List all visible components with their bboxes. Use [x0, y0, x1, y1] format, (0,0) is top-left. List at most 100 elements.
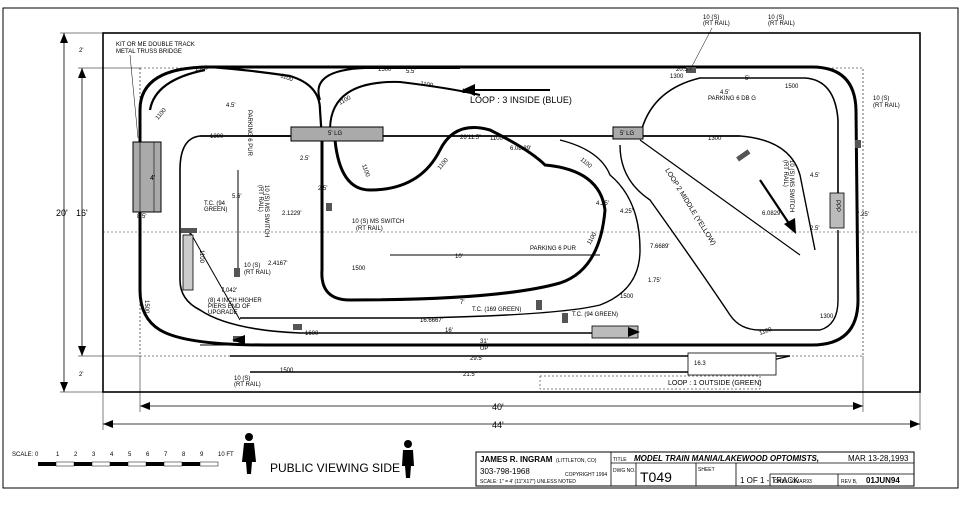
radius-1100-k: 1100 — [759, 327, 774, 337]
label-wye: PPP — [834, 200, 840, 212]
len-7: 7' — [460, 300, 464, 306]
loop-3-track-top — [317, 67, 481, 131]
radius-1300-b: 1300 — [670, 74, 684, 80]
loop-1-outer-track — [138, 65, 860, 347]
loop-2-middle-track — [619, 144, 839, 331]
len-2-5-c: 2.5' — [810, 226, 820, 232]
station-left — [290, 126, 384, 142]
svg-text:(RT RAIL): (RT RAIL) — [782, 160, 788, 187]
dim-width-total: 44' — [492, 420, 504, 430]
loop-1-siding-box — [687, 352, 777, 376]
loop-3-inside-track — [320, 126, 607, 302]
scale-seg — [38, 462, 56, 466]
sheet-label: SHEET — [698, 467, 715, 473]
right-arrow-line — [759, 179, 791, 226]
label-tc-left: T.C. (94 GREEN) — [204, 201, 227, 213]
len-16-6667: 16.6667' — [420, 318, 443, 324]
svg-text:10 (S) MS SWITCH: 10 (S) MS SWITCH — [263, 185, 269, 237]
label-loop-1: LOOP : 1 OUTSIDE (GREEN) — [668, 380, 762, 387]
scale-tick: 9 — [200, 452, 204, 458]
event-dates: MAR 13-28,1993 — [848, 454, 909, 463]
inner-return-track — [240, 139, 641, 319]
scale-tick: 10 FT — [218, 452, 234, 458]
dim-height-total: 20' — [56, 208, 68, 218]
radius-1500-b: 1500 — [378, 67, 392, 73]
label-tc-right: T.C. (94 GREEN) — [572, 312, 618, 318]
title-block: JAMES R. INGRAM (LITTLETON, CO) 303-798-… — [475, 451, 915, 487]
len-top-outer: 20.5' — [676, 67, 689, 73]
left-diagonal-track — [189, 231, 241, 321]
switch-marker-left — [181, 228, 197, 233]
orig-date: ORIG. 10MAR93 — [774, 479, 812, 485]
label-rt-rail-bottom: 10 (S) (RT RAIL) — [234, 376, 261, 388]
label-parking-left: PARKING 6 PUR — [246, 110, 252, 157]
radius-1300-d: 1300 — [820, 314, 834, 320]
svg-text:10 (S) MS SWITCH: 10 (S) MS SWITCH — [788, 160, 794, 212]
svg-text:10 (S) MS SWITCH: 10 (S) MS SWITCH — [352, 219, 404, 225]
left-pier-stack — [182, 234, 194, 291]
loop-1-callout — [539, 375, 761, 390]
svg-text:KIT OR ME DOUBLE TRACK: KIT OR ME DOUBLE TRACK — [116, 42, 195, 48]
dim-margin-bottom: 2' — [79, 372, 83, 378]
scale-seg — [163, 461, 183, 467]
label-loop-3: LOOP : 3 INSIDE (BLUE) — [470, 95, 572, 105]
leader-bridge — [129, 54, 139, 139]
loop-2-diagonal-track — [639, 139, 801, 256]
radius-1100-e: 1100 — [360, 164, 370, 179]
len-2-4167: 2.4167' — [268, 261, 288, 267]
scale-note: SCALE: 1" = 4' (11"X17") UNLESS NOTED — [480, 479, 576, 485]
scale-seg — [91, 461, 111, 467]
scale-tick: 4 — [110, 452, 114, 458]
svg-text:10 (S): 10 (S) — [244, 263, 260, 269]
copyright: COPYRIGHT 1994 — [565, 472, 607, 478]
len-7-25: 7.25' — [856, 212, 869, 218]
dim-width-total-arrow-left — [103, 420, 113, 428]
radius-1100-h: 1100 — [579, 157, 593, 170]
len-4-25-b: 4.25' — [620, 209, 633, 215]
person-icon-left — [242, 433, 256, 474]
scale-tick: 1 — [56, 452, 60, 458]
radius-1500-g: 1500 — [280, 368, 294, 374]
scale-tick: 6 — [146, 452, 150, 458]
svg-text:GREEN): GREEN) — [204, 207, 227, 213]
radius-1100-d: 1100 — [420, 81, 434, 89]
len-2-5-b: 2.5' — [318, 186, 328, 192]
len-loop3: 11' — [462, 89, 469, 95]
radius-1600: 1600 — [305, 331, 319, 337]
len-4-25-a: 4.25' — [596, 201, 609, 207]
scale-tick: 2 — [74, 452, 78, 458]
switch-marker-bottom — [293, 324, 302, 330]
label-tc-mid: T.C. (169 GREEN) — [472, 307, 521, 313]
len-6-08: 6.08.89' — [510, 146, 531, 152]
len-7-6689: 7.6689' — [650, 244, 670, 250]
svg-text:UPGRADE: UPGRADE — [208, 310, 238, 316]
right-branch-track — [739, 135, 816, 251]
radius-1300-c: 1300 — [708, 136, 722, 142]
radius-1100-a: 1100 — [155, 107, 168, 121]
radius-1300-a: 1300 — [210, 134, 224, 140]
len-29-5: 29.5' — [470, 356, 483, 362]
radius-1100-i: 1100 — [587, 231, 599, 246]
len-top-right-5: 5' — [745, 76, 749, 82]
author: JAMES R. INGRAM — [480, 455, 553, 464]
label-top-right-b: 10 (S) (RT RAIL) — [768, 15, 795, 27]
scale-seg — [182, 462, 200, 466]
radius-1500-d: 1500 — [143, 300, 149, 314]
label-station-right: 5' LG — [620, 131, 634, 137]
len-6-0829: 6.0829' — [762, 211, 782, 217]
label-station-left: 5' LG — [328, 131, 342, 137]
scale-tick: 7 — [164, 452, 168, 458]
radius-1100-j: 1100 — [198, 250, 204, 264]
right-arrowhead — [784, 218, 796, 234]
svg-text:PIERS END OF: PIERS END OF — [208, 304, 251, 310]
switch-marker-mid — [326, 203, 332, 211]
svg-text:(RT RAIL): (RT RAIL) — [356, 226, 383, 232]
label-bridge-len: 4' — [150, 175, 155, 182]
label-bridge: KIT OR ME DOUBLE TRACK METAL TRUSS BRIDG… — [116, 42, 195, 55]
scale-bar: SCALE: 0 1 2 3 4 5 6 7 8 9 10 FT — [12, 452, 234, 467]
dim-width-inner-arrow-right — [853, 402, 863, 410]
scale-tick: 5 — [128, 452, 132, 458]
scale-seg — [110, 462, 128, 466]
label-rt-rail-left: 10 (S) (RT RAIL) — [244, 263, 271, 276]
